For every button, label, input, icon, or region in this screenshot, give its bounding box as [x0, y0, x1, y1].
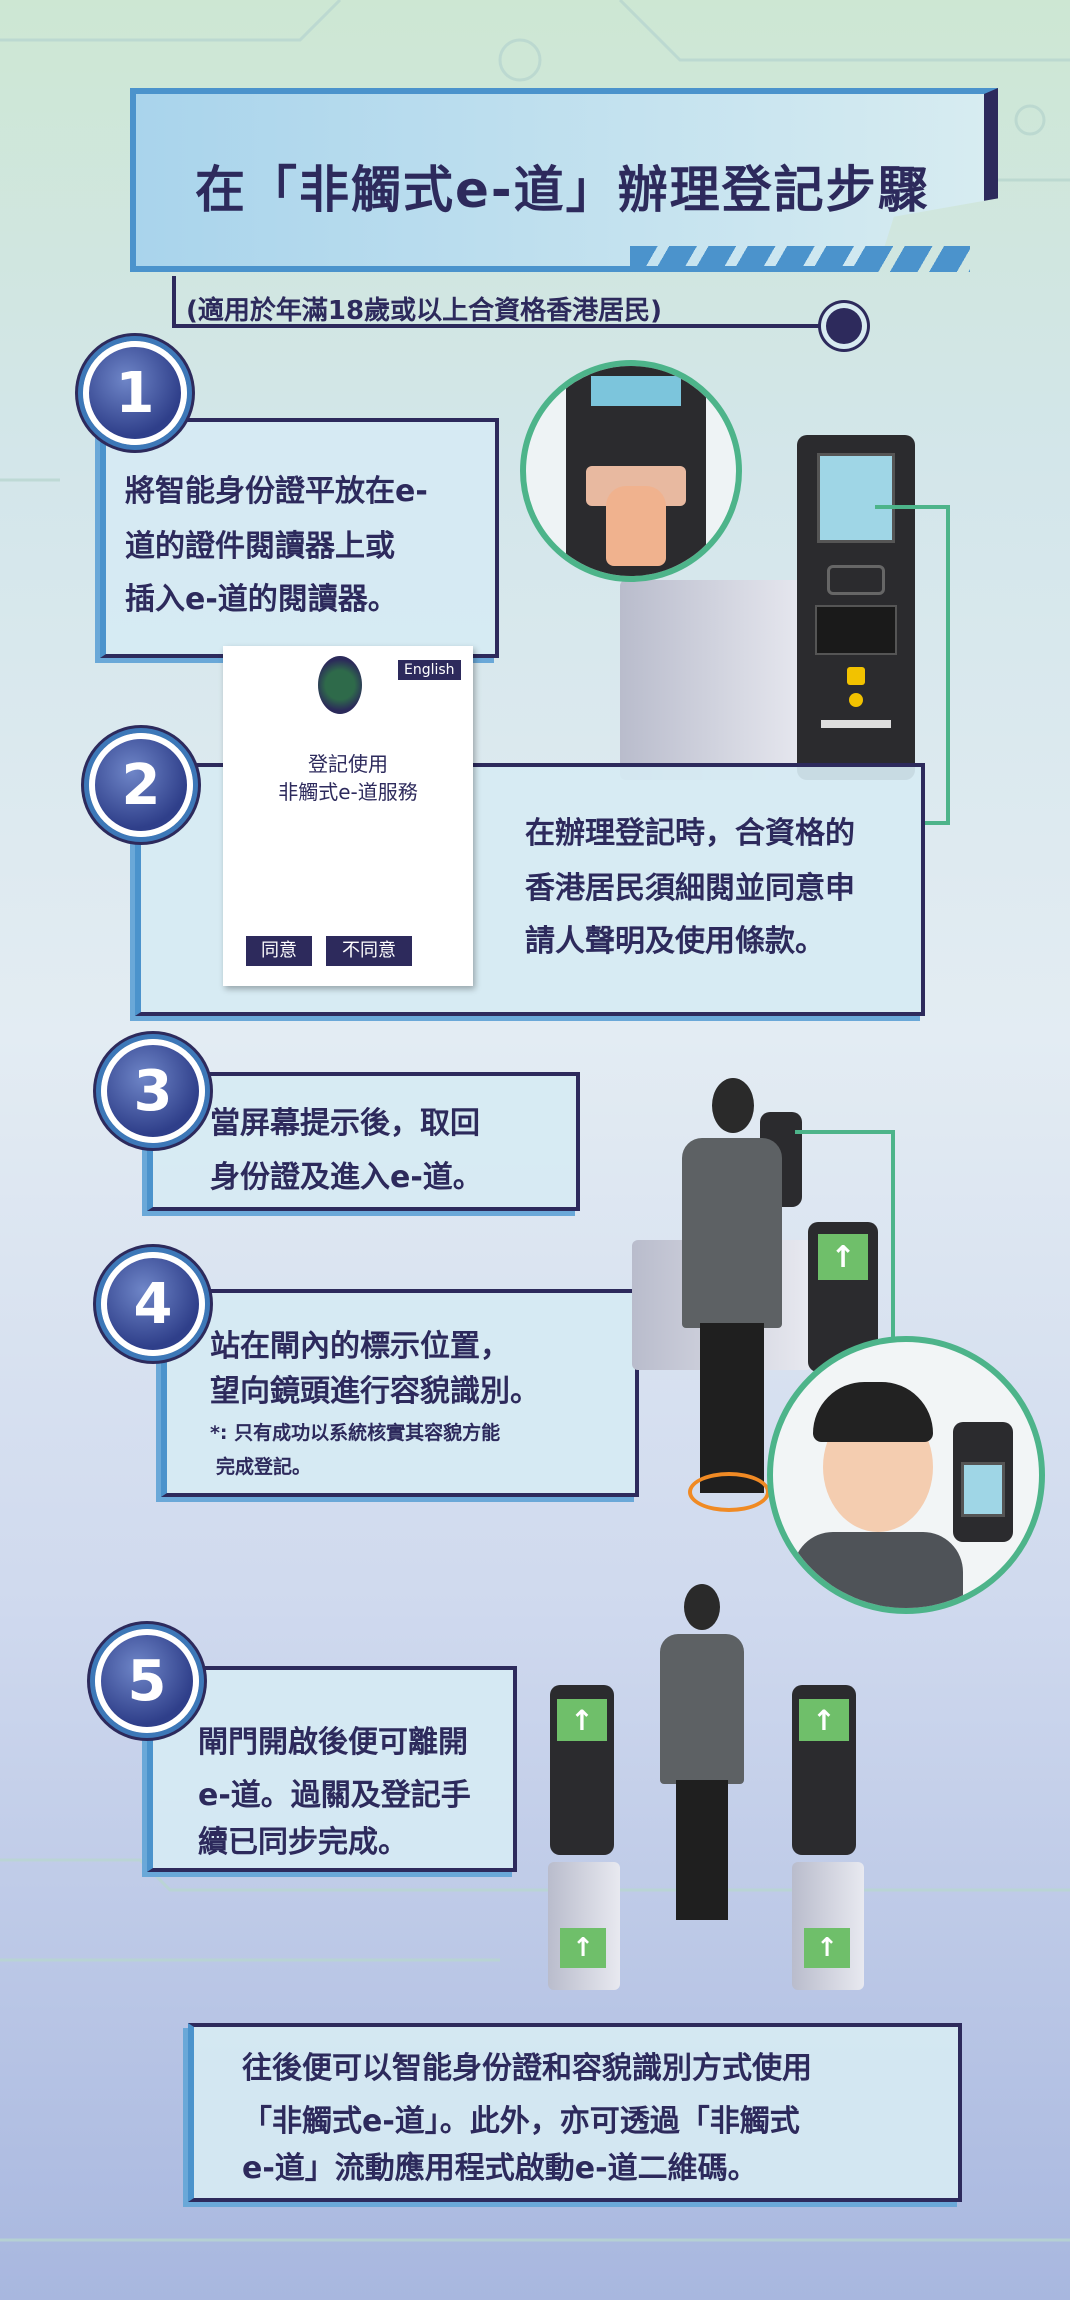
floor-marker: [688, 1472, 770, 1512]
step-1-text-1: 將智能身份證平放在e-: [125, 474, 428, 509]
agree-button[interactable]: 同意: [246, 936, 312, 966]
step-4-note-1: *: 只有成功以系統核實其容貌方能: [210, 1422, 501, 1444]
disagree-button[interactable]: 不同意: [326, 936, 412, 966]
node-dot: [826, 308, 862, 344]
step-4-text-1: 站在閘內的標示位置，: [210, 1329, 510, 1364]
screen-heading-2: 非觸式e-道服務: [278, 780, 418, 804]
step-1-number: 1: [83, 341, 187, 445]
step-4-box: [161, 1289, 639, 1497]
person-walking: [652, 1584, 752, 1924]
step-2-text-2: 香港居民須細閱並同意申: [525, 871, 855, 906]
connector-line: [946, 505, 950, 825]
gate-illustration: [620, 580, 810, 780]
step-5-text-3: 續已同步完成。: [198, 1825, 408, 1860]
step-5-box: [147, 1666, 517, 1872]
gate-base-right: ↑: [792, 1862, 864, 1990]
step-2-text-3: 請人聲明及使用條款。: [525, 924, 825, 959]
step-4-number: 4: [101, 1252, 205, 1356]
step-1-text-3: 插入e-道的閱讀器。: [125, 582, 398, 617]
english-button[interactable]: English: [398, 660, 461, 680]
footer-text-3: e-道」流動應用程式啟動e-道二維碼。: [242, 2151, 758, 2186]
step-4-text-2: 望向鏡頭進行容貌識別。: [210, 1374, 540, 1409]
emblem-icon: [318, 656, 362, 714]
registration-screen: English 登記使用 非觸式e-道服務 同意 不同意: [223, 646, 473, 986]
screen-heading-1: 登記使用: [308, 752, 388, 776]
step-5-text-2: e-道。過關及登記手: [198, 1778, 471, 1813]
step-1-box: [100, 418, 499, 658]
face-recognition-closeup: [767, 1336, 1045, 1614]
footer-box: [188, 2023, 962, 2202]
connector-line: [925, 821, 950, 825]
connector-line: [891, 1130, 895, 1340]
step-3-box: [147, 1072, 580, 1211]
person-illustration: [672, 1078, 792, 1508]
kiosk-illustration: [797, 435, 915, 780]
subtitle: (適用於年滿18歲或以上合資格香港居民): [186, 296, 662, 326]
gate-kiosk-left: ↑: [550, 1685, 614, 1855]
step-3-text-2: 身份證及進入e-道。: [210, 1160, 483, 1195]
step-3-number: 3: [101, 1039, 205, 1143]
step-5-number: 5: [95, 1629, 199, 1733]
subtitle-line: [172, 276, 842, 328]
step-3-text-1: 當屏幕提示後，取回: [210, 1106, 480, 1141]
step-2-number: 2: [89, 733, 193, 837]
card-reader-closeup: [520, 360, 742, 582]
gate-kiosk-right: ↑: [792, 1685, 856, 1855]
gate-kiosk: ↑: [808, 1222, 878, 1372]
footer-text-2: 「非觸式e-道」。此外，亦可透過「非觸式: [242, 2104, 800, 2139]
step-5-text-1: 閘門開啟後便可離開: [198, 1725, 468, 1760]
page-title: 在「非觸式e-道」辦理登記步驟: [195, 161, 930, 219]
step-1-text-2: 道的證件閱讀器上或: [125, 529, 395, 564]
connector-line: [875, 505, 950, 509]
footer-text-1: 往後便可以智能身份證和容貌識別方式使用: [242, 2051, 812, 2086]
step-4-note-2: 完成登記。: [216, 1456, 312, 1478]
step-2-text-1: 在辦理登記時，合資格的: [525, 816, 855, 851]
stripe-decoration: [630, 246, 970, 272]
connector-line: [795, 1130, 895, 1134]
gate-base-left: ↑: [548, 1862, 620, 1990]
title-banner: [130, 88, 998, 272]
